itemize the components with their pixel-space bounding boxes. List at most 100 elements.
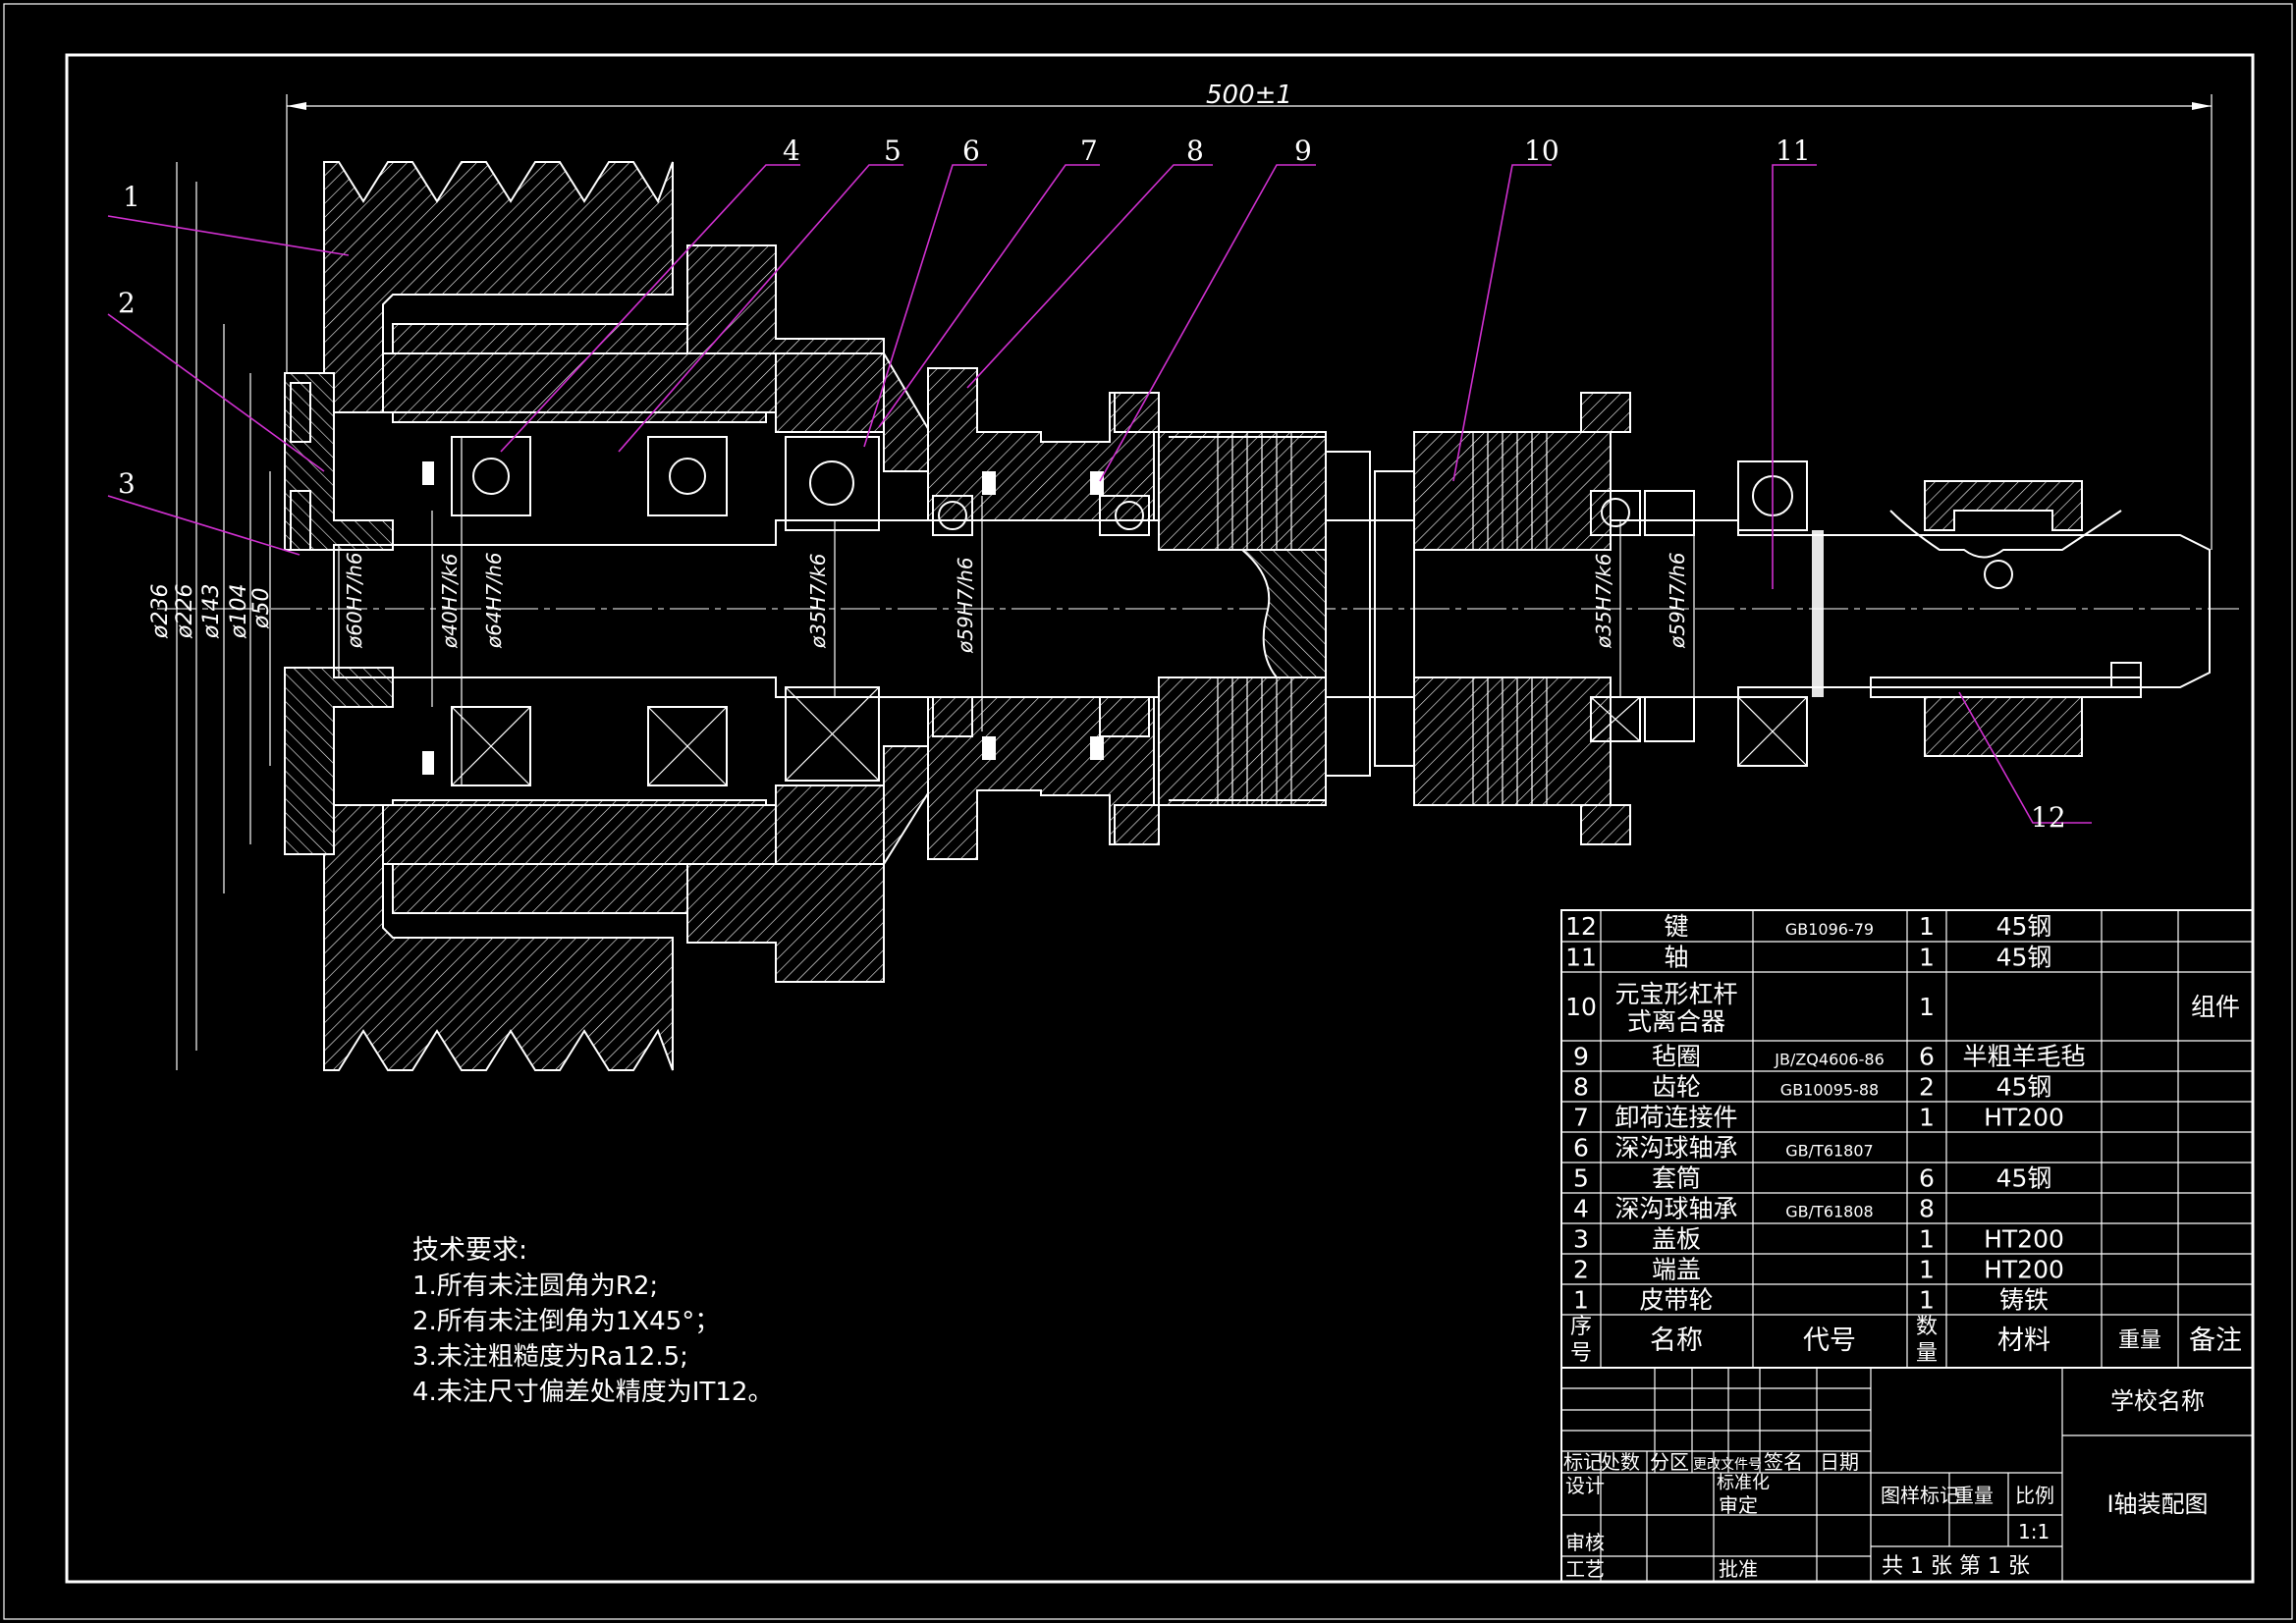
dim-40: ø40H7/k6 (438, 554, 462, 650)
dim-104: ø104 (227, 584, 251, 639)
bom-cell-name: 端盖 (1652, 1256, 1701, 1284)
bom-cell-qty: 6 (1919, 1043, 1935, 1071)
balloon-2: 2 (118, 287, 136, 319)
bom-header-qty-a: 数 (1916, 1315, 1938, 1339)
bom-cell-name: 深沟球轴承 (1614, 1134, 1737, 1163)
bom-cell-material: 半粗羊毛毡 (1962, 1043, 2085, 1071)
bom-cell-name: 深沟球轴承 (1614, 1195, 1737, 1223)
bearings-group-right (1590, 460, 1824, 767)
overall-dimension-label: 500±1 (1206, 81, 1292, 110)
tb-sign: 签名 (1764, 1450, 1803, 1474)
balloon-12: 12 (2031, 801, 2066, 834)
tb-approve: 批准 (1719, 1557, 1758, 1581)
bom-cell-qty: 1 (1919, 1104, 1935, 1132)
bom-cell-name: 皮带轮 (1639, 1286, 1713, 1315)
bom-cell-name: 元宝形杠杆 (1614, 980, 1737, 1008)
balloon-4: 4 (783, 135, 800, 167)
bom-cell-material: 铸铁 (1999, 1286, 2049, 1315)
bom-cell-qty: 1 (1919, 944, 1935, 972)
shaft-end-key (1870, 480, 2142, 757)
bearing-housing (686, 244, 934, 983)
bom-cell-name: 齿轮 (1652, 1073, 1701, 1102)
bom-cell-name2: 式离合器 (1627, 1007, 1725, 1036)
balloon-9: 9 (1294, 135, 1312, 167)
bom-header-code: 代号 (1803, 1325, 1856, 1356)
dim-64: ø64H7/h6 (482, 552, 506, 649)
bom-cell-no: 12 (1565, 912, 1597, 941)
tb-sample-mark: 图样标记 (1881, 1484, 1959, 1507)
tb-review: 审核 (1565, 1531, 1605, 1554)
bom-cell-no: 6 (1573, 1134, 1589, 1163)
bom-cell-qty: 1 (1919, 1225, 1935, 1254)
bom-cell-name: 卸荷连接件 (1614, 1104, 1737, 1132)
title-block: 标记 处数 分区 更改文件号 签名 日期 设计 标准化 审定 审核 工艺 批准 … (1560, 1367, 2254, 1583)
bom-cell-name: 轴 (1664, 944, 1688, 972)
tb-count: 处数 (1601, 1450, 1640, 1474)
dim-35-left: ø35H7/k6 (806, 554, 830, 650)
bom-cell-code: GB/T61808 (1785, 1203, 1873, 1221)
bom-cell-no: 11 (1565, 944, 1597, 972)
balloon-5: 5 (884, 135, 902, 167)
dim-236: ø236 (148, 584, 173, 639)
tb-scale-value: 1:1 (2018, 1520, 2050, 1543)
bom-header-weight: 重量 (2118, 1328, 2161, 1353)
bom-cell-name: 盖板 (1652, 1225, 1701, 1254)
bom-cell-material: 45钢 (1996, 1164, 2052, 1193)
bom-cell-qty: 2 (1919, 1073, 1935, 1102)
diameter-labels: ø236 ø226 ø143 ø104 ø50 ø60H7/h6 ø40H7/k… (148, 552, 1689, 654)
bom-cell-name: 套筒 (1652, 1164, 1701, 1193)
clutch-assembly (1114, 392, 1631, 845)
bom-header-no-a: 序 (1570, 1315, 1592, 1339)
tb-doc-no: 更改文件号 (1693, 1457, 1762, 1473)
bom-cell-name: 毡圈 (1652, 1043, 1701, 1071)
end-cap-section (284, 372, 394, 855)
balloon-6: 6 (962, 135, 980, 167)
bom-cell-no: 9 (1573, 1043, 1589, 1071)
bom-cell-material: 45钢 (1996, 912, 2052, 941)
tech-req-2: 2.所有未注倒角为1X45°； (412, 1307, 720, 1336)
bom-cell-no: 2 (1573, 1256, 1589, 1284)
bom-header-material: 材料 (1997, 1325, 2050, 1356)
bearings-group-left (422, 436, 880, 786)
bom-cell-code: GB10095-88 (1780, 1081, 1879, 1100)
tb-scale: 比例 (2015, 1484, 2054, 1507)
tb-date: 日期 (1820, 1450, 1859, 1474)
tb-zone: 分区 (1650, 1450, 1689, 1474)
balloon-7: 7 (1080, 135, 1098, 167)
bom-cell-qty: 1 (1919, 1256, 1935, 1284)
bom-cell-material: 45钢 (1996, 1073, 2052, 1102)
bom-cell-no: 8 (1573, 1073, 1589, 1102)
tb-sheets: 共 1 张 第 1 张 (1882, 1554, 2030, 1579)
bom-cell-note: 组件 (2191, 993, 2240, 1021)
inner-border (65, 53, 2255, 1584)
bom-header-name: 名称 (1650, 1325, 1703, 1356)
bom-cell-no: 3 (1573, 1225, 1589, 1254)
bom-cell-qty: 1 (1919, 912, 1935, 941)
tech-req-title: 技术要求: (412, 1235, 527, 1266)
dim-35-right: ø35H7/k6 (1592, 554, 1615, 650)
tb-approve-mid: 审定 (1719, 1493, 1758, 1517)
tb-mark: 标记 (1563, 1450, 1603, 1474)
bom-cell-qty: 1 (1919, 993, 1935, 1021)
bom-header-no-b: 号 (1570, 1341, 1592, 1366)
bom-cell-no: 4 (1573, 1195, 1589, 1223)
tech-req-1: 1.所有未注圆角为R2; (412, 1271, 658, 1301)
diameter-dimensions (176, 162, 1695, 1070)
bom-cell-code: GB/T61807 (1785, 1142, 1873, 1161)
dim-50: ø50 (249, 588, 274, 629)
tech-req-4: 4.未注尺寸偏差处精度为IT12。 (412, 1378, 773, 1407)
outer-border (3, 3, 2293, 1620)
dim-59-right: ø59H7/h6 (1666, 552, 1689, 649)
bom-cell-code: GB1096-79 (1785, 920, 1874, 939)
tb-school: 学校名称 (2110, 1387, 2205, 1415)
tb-design: 设计 (1565, 1474, 1605, 1497)
balloon-3: 3 (118, 467, 136, 500)
bom-cell-qty: 1 (1919, 1286, 1935, 1315)
balloon-10: 10 (1524, 135, 1559, 167)
tech-requirements: 技术要求: 1.所有未注圆角为R2; 2.所有未注倒角为1X45°； 3.未注粗… (412, 1235, 773, 1407)
bom-header-note: 备注 (2189, 1325, 2242, 1356)
bom-cell-material: HT200 (1984, 1104, 2064, 1132)
